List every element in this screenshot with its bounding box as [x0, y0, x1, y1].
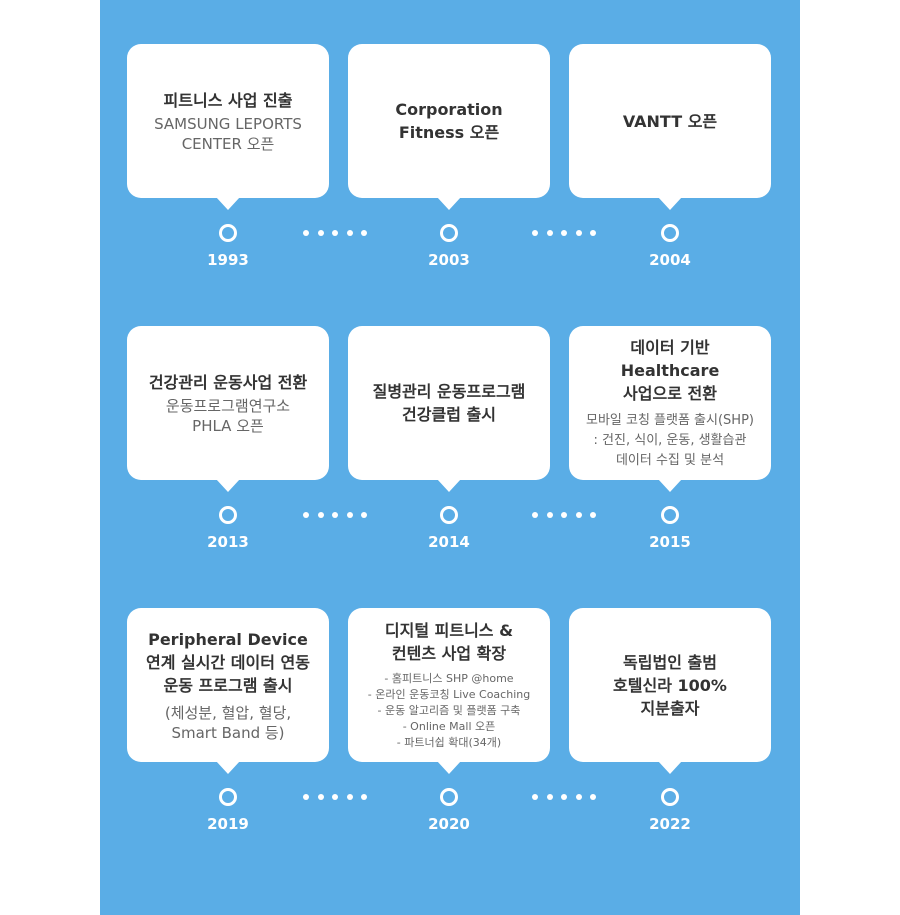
dotted-connector	[303, 512, 367, 518]
milestone-title: 건강관리 운동사업 전환	[148, 372, 308, 392]
year-label: 2015	[649, 533, 691, 551]
milestone-title: 피트니스 사업 진출	[163, 90, 293, 110]
milestone-card-1993: 피트니스 사업 진출 SAMSUNG LEPORTS CENTER 오픈	[127, 44, 329, 210]
milestone-card-2003: Corporation Fitness 오픈	[348, 44, 550, 210]
dotted-connector	[532, 512, 596, 518]
milestone-card-2014: 질병관리 운동프로그램 건강클럽 출시	[348, 326, 550, 492]
milestone-card-2020: 디지털 피트니스 & 컨텐츠 사업 확장 - 홈피트니스 SHP @home -…	[348, 608, 550, 774]
dotted-connector	[532, 230, 596, 236]
milestone-card-2015: 데이터 기반 Healthcare 사업으로 전환 모바일 코칭 플랫폼 출시(…	[569, 326, 771, 492]
year-label: 1993	[207, 251, 249, 269]
milestone-detail: 모바일 코칭 플랫폼 출시(SHP) : 건진, 식이, 운동, 생활습관 데이…	[585, 412, 754, 468]
milestone-title: 질병관리 운동프로그램 건강클럽 출시	[372, 382, 526, 424]
timeline-node-2020	[440, 788, 458, 806]
year-label: 2003	[428, 251, 470, 269]
dotted-connector	[303, 230, 367, 236]
dotted-connector	[303, 794, 367, 800]
milestone-card-2019: Peripheral Device 연계 실시간 데이터 연동 운동 프로그램 …	[127, 608, 329, 774]
year-label: 2020	[428, 815, 470, 833]
timeline-node-1993	[219, 224, 237, 242]
dotted-connector	[532, 794, 596, 800]
timeline-node-2022	[661, 788, 679, 806]
timeline-node-2019	[219, 788, 237, 806]
milestone-title: Corporation Fitness 오픈	[395, 100, 503, 142]
milestone-title: VANTT 오픈	[622, 111, 718, 131]
year-label: 2014	[428, 533, 470, 551]
milestone-card-2013: 건강관리 운동사업 전환 운동프로그램연구소 PHLA 오픈	[127, 326, 329, 492]
timeline-node-2014	[440, 506, 458, 524]
milestone-title: 독립법인 출범 호텔신라 100% 지분출자	[613, 652, 727, 718]
milestone-detail: 운동프로그램연구소 PHLA 오픈	[165, 396, 291, 435]
year-label: 2004	[649, 251, 691, 269]
milestone-detail: - 홈피트니스 SHP @home - 온라인 운동코칭 Live Coachi…	[367, 672, 531, 749]
milestone-detail: (체성분, 혈압, 혈당, Smart Band 등)	[164, 703, 292, 742]
year-label: 2019	[207, 815, 249, 833]
timeline-node-2013	[219, 506, 237, 524]
milestone-title: 데이터 기반 Healthcare 사업으로 전환	[620, 337, 720, 403]
milestone-title: Peripheral Device 연계 실시간 데이터 연동 운동 프로그램 …	[146, 629, 310, 695]
year-label: 2013	[207, 533, 249, 551]
timeline-node-2004	[661, 224, 679, 242]
milestone-detail: SAMSUNG LEPORTS CENTER 오픈	[154, 114, 302, 153]
timeline-node-2003	[440, 224, 458, 242]
milestone-title: 디지털 피트니스 & 컨텐츠 사업 확장	[384, 621, 514, 663]
timeline-node-2015	[661, 506, 679, 524]
year-label: 2022	[649, 815, 691, 833]
milestone-card-2004: VANTT 오픈	[569, 44, 771, 210]
milestone-card-2022: 독립법인 출범 호텔신라 100% 지분출자	[569, 608, 771, 774]
